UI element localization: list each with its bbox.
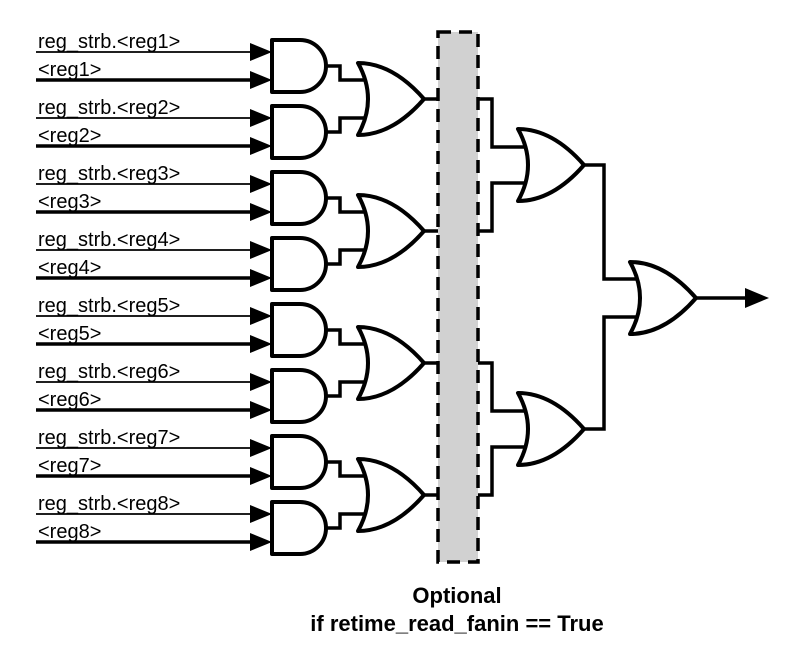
and-gate-6	[270, 368, 328, 424]
arrowhead-icon	[250, 307, 272, 325]
arrowhead-icon	[250, 71, 272, 89]
strobe-label-1: reg_strb.<reg1>	[38, 31, 180, 53]
input-group-7: reg_strb.<reg7> <reg7>	[36, 427, 374, 490]
and1-to-or-connector	[326, 64, 374, 82]
and7-to-or-connector	[326, 460, 374, 478]
arrowhead-icon	[250, 203, 272, 221]
input-group-3: reg_strb.<reg3> <reg3>	[36, 163, 374, 226]
strobe-label-2: reg_strb.<reg2>	[38, 97, 180, 119]
caption-optional: Optional	[412, 583, 501, 608]
or-gate-level1-1	[356, 61, 426, 137]
or-gate-level1-4	[356, 457, 426, 533]
arrowhead-icon	[250, 137, 272, 155]
and-gate-3	[270, 170, 328, 226]
or-level2-stage	[516, 127, 648, 467]
arrowhead-icon	[250, 241, 272, 259]
arrowhead-icon	[250, 109, 272, 127]
arrowhead-icon	[250, 43, 272, 61]
reg-label-1: <reg1>	[38, 59, 101, 81]
and-gate-7	[270, 434, 328, 490]
input-group-4: reg_strb.<reg4> <reg4>	[36, 229, 374, 292]
arrowhead-icon	[250, 401, 272, 419]
caption-condition: if retime_read_fanin == True	[310, 611, 603, 636]
and2-to-or-connector	[326, 116, 374, 134]
input-group-8: reg_strb.<reg8> <reg8>	[36, 493, 374, 556]
strobe-label-8: reg_strb.<reg8>	[38, 493, 180, 515]
strobe-label-7: reg_strb.<reg7>	[38, 427, 180, 449]
arrowhead-icon	[250, 505, 272, 523]
or-gate-level2-2	[516, 391, 586, 467]
or-gate-level1-3	[356, 325, 426, 401]
arrowhead-icon	[250, 439, 272, 457]
reg-label-3: <reg3>	[38, 191, 101, 213]
or-a-output-connector	[584, 163, 648, 281]
and-gate-1	[270, 38, 328, 94]
optional-retime-region	[436, 30, 480, 564]
or-gate-final	[628, 260, 698, 336]
and4-to-or-connector	[326, 248, 374, 266]
reg-label-7: <reg7>	[38, 455, 101, 477]
input-group-6: reg_strb.<reg6> <reg6>	[36, 361, 374, 424]
strobe-label-6: reg_strb.<reg6>	[38, 361, 180, 383]
and-gate-8	[270, 500, 328, 556]
reg-label-2: <reg2>	[38, 125, 101, 147]
arrowhead-icon	[250, 175, 272, 193]
or-gate-level1-2	[356, 193, 426, 269]
arrowhead-icon	[250, 373, 272, 391]
and-gate-2	[270, 104, 328, 160]
reg-label-6: <reg6>	[38, 389, 101, 411]
and6-to-or-connector	[326, 380, 374, 398]
reg-label-4: <reg4>	[38, 257, 101, 279]
arrowhead-icon	[250, 335, 272, 353]
or-gate-level2-1	[516, 127, 586, 203]
arrowhead-icon	[250, 269, 272, 287]
arrowhead-icon	[250, 467, 272, 485]
strobe-label-4: reg_strb.<reg4>	[38, 229, 180, 251]
input-group-5: reg_strb.<reg5> <reg5>	[36, 295, 374, 358]
and8-to-or-connector	[326, 512, 374, 530]
reg-label-8: <reg8>	[38, 521, 101, 543]
input-group-2: reg_strb.<reg2> <reg2>	[36, 97, 374, 160]
and-gate-4	[270, 236, 328, 292]
input-group-1: reg_strb.<reg1> <reg1>	[36, 31, 374, 94]
strobe-label-3: reg_strb.<reg3>	[38, 163, 180, 185]
output-arrow-icon	[745, 288, 769, 308]
and3-to-or-connector	[326, 196, 374, 214]
strobe-label-5: reg_strb.<reg5>	[38, 295, 180, 317]
reg-label-5: <reg5>	[38, 323, 101, 345]
or-b-output-connector	[584, 315, 648, 431]
and-gate-5	[270, 302, 328, 358]
final-stage	[628, 260, 769, 336]
and5-to-or-connector	[326, 328, 374, 346]
arrowhead-icon	[250, 533, 272, 551]
